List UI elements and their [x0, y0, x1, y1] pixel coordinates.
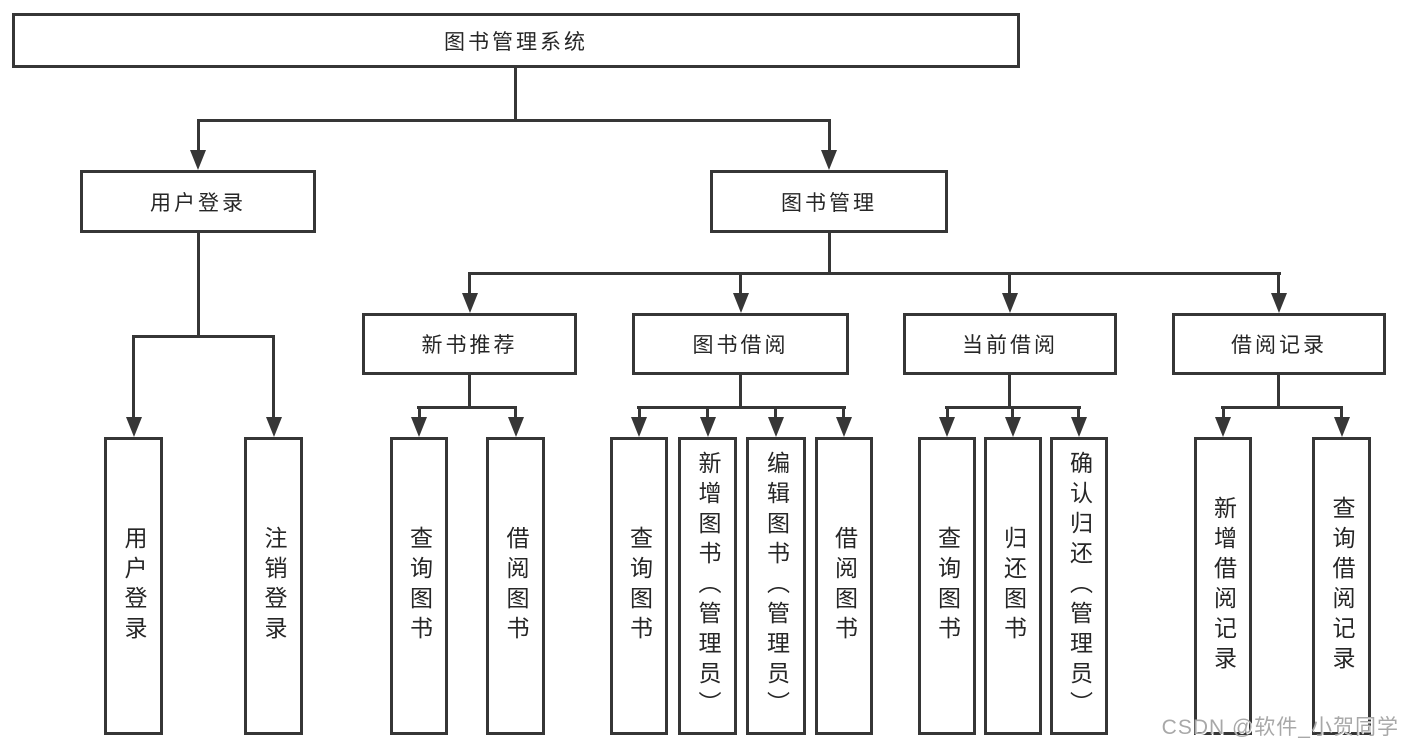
node-borrowing-records-label: 借阅记录 [1231, 334, 1327, 357]
node-book-management-label: 图书管理 [781, 191, 877, 215]
arrow-query-borrow-record [1334, 417, 1350, 437]
node-borrowing-records: 借阅记录 [1172, 313, 1386, 375]
node-leaf-query-books-recommend-label: 查询图书 [406, 526, 433, 646]
connector-drop-return-books [1011, 406, 1014, 419]
node-leaf-add-borrow-record: 新增借阅记录 [1194, 437, 1252, 735]
connector-drop-edit-book-admin [774, 406, 777, 419]
connector-new-book-bus [417, 406, 517, 409]
arrow-current-borrowing [1002, 293, 1018, 313]
node-leaf-logout: 注销登录 [244, 437, 303, 735]
arrow-query-books-recommend [411, 417, 427, 437]
connector-book-borrowing-bus [637, 406, 846, 409]
node-leaf-edit-book-admin-label: 编辑图书（管理员） [763, 451, 790, 721]
node-leaf-query-books-recommend: 查询图书 [390, 437, 448, 735]
connector-current-borrowing-stem [1008, 375, 1011, 406]
node-root: 图书管理系统 [12, 13, 1020, 68]
arrow-borrow-books-recommend [508, 417, 524, 437]
node-leaf-query-books-current: 查询图书 [918, 437, 976, 735]
node-leaf-borrow-books-borrow: 借阅图书 [815, 437, 873, 735]
node-leaf-query-books-borrow-label: 查询图书 [626, 526, 653, 646]
connector-drop-add-book-admin [706, 406, 709, 419]
connector-book-borrowing-stem [739, 375, 742, 406]
connector-drop-borrow-books-recommend [514, 406, 517, 419]
node-book-management: 图书管理 [710, 170, 948, 233]
node-leaf-return-books-label: 归还图书 [1000, 526, 1027, 646]
connector-drop-query-books-borrow [638, 406, 641, 419]
node-leaf-add-borrow-record-label: 新增借阅记录 [1210, 496, 1237, 676]
node-leaf-add-book-admin-label: 新增图书（管理员） [695, 451, 721, 721]
connector-drop-new-book [468, 272, 471, 296]
node-leaf-logout-label: 注销登录 [261, 526, 287, 646]
connector-root-bus [197, 119, 831, 122]
connector-drop-query-books-current [946, 406, 949, 419]
node-leaf-borrow-books-recommend: 借阅图书 [486, 437, 545, 735]
connector-drop-borrowing-records [1277, 272, 1280, 296]
arrow-borrowing-records [1271, 293, 1287, 313]
arrow-leaf-logout [266, 417, 282, 437]
node-leaf-borrow-books-borrow-label: 借阅图书 [831, 526, 858, 646]
connector-drop-current-borrowing [1008, 272, 1011, 296]
connector-book-management-bus [468, 272, 1281, 275]
node-leaf-edit-book-admin: 编辑图书（管理员） [746, 437, 806, 735]
connector-drop-book-borrowing [739, 272, 742, 296]
node-root-label: 图书管理系统 [444, 30, 588, 54]
arrow-book-borrowing [733, 293, 749, 313]
connector-drop-user-login [197, 119, 200, 152]
arrow-query-books-current [939, 417, 955, 437]
connector-borrowing-records-bus [1221, 406, 1343, 409]
node-leaf-return-books: 归还图书 [984, 437, 1042, 735]
arrow-new-book [462, 293, 478, 313]
node-user-login-label: 用户登录 [150, 191, 246, 215]
node-new-book-recommendation-label: 新书推荐 [421, 334, 518, 357]
connector-drop-query-books-recommend [418, 406, 421, 419]
connector-user-login-stem [197, 233, 200, 335]
node-user-login: 用户登录 [80, 170, 316, 233]
node-book-borrowing-label: 图书借阅 [692, 334, 789, 357]
connector-borrowing-records-stem [1277, 375, 1280, 406]
connector-new-book-stem [468, 375, 471, 406]
node-current-borrowing-label: 当前借阅 [962, 334, 1058, 357]
arrow-add-book-admin [700, 417, 716, 437]
node-leaf-user-login: 用户登录 [104, 437, 163, 735]
connector-drop-leaf-user-login [132, 335, 135, 419]
connector-drop-borrow-books-borrow [842, 406, 845, 419]
arrow-query-books-borrow [631, 417, 647, 437]
node-leaf-query-borrow-record-label: 查询借阅记录 [1329, 496, 1355, 676]
node-leaf-borrow-books-recommend-label: 借阅图书 [503, 526, 529, 646]
arrow-leaf-user-login [126, 417, 142, 437]
node-new-book-recommendation: 新书推荐 [362, 313, 577, 375]
node-leaf-confirm-return-admin-label: 确认归还（管理员） [1066, 451, 1093, 721]
node-current-borrowing: 当前借阅 [903, 313, 1117, 375]
node-leaf-query-books-current-label: 查询图书 [934, 526, 961, 646]
node-leaf-query-borrow-record: 查询借阅记录 [1312, 437, 1371, 735]
arrow-book-management [821, 150, 837, 170]
connector-root-stem [514, 68, 517, 119]
arrow-borrow-books-borrow [836, 417, 852, 437]
node-leaf-add-book-admin: 新增图书（管理员） [678, 437, 737, 735]
node-leaf-user-login-label: 用户登录 [121, 526, 147, 646]
arrow-add-borrow-record [1215, 417, 1231, 437]
node-leaf-confirm-return-admin: 确认归还（管理员） [1050, 437, 1108, 735]
arrow-confirm-return-admin [1071, 417, 1087, 437]
connector-drop-add-borrow-record [1222, 406, 1225, 419]
arrow-return-books [1005, 417, 1021, 437]
connector-drop-confirm-return-admin [1077, 406, 1080, 419]
connector-drop-book-management [828, 119, 831, 152]
node-leaf-query-books-borrow: 查询图书 [610, 437, 668, 735]
csdn-watermark: CSDN @软件_小贺同学 [1161, 716, 1399, 739]
connector-book-management-stem [828, 233, 831, 272]
connector-drop-leaf-logout [272, 335, 275, 419]
arrow-user-login [190, 150, 206, 170]
arrow-edit-book-admin [768, 417, 784, 437]
connector-drop-query-borrow-record [1340, 406, 1343, 419]
connector-user-login-bus [132, 335, 275, 338]
node-book-borrowing: 图书借阅 [632, 313, 849, 375]
